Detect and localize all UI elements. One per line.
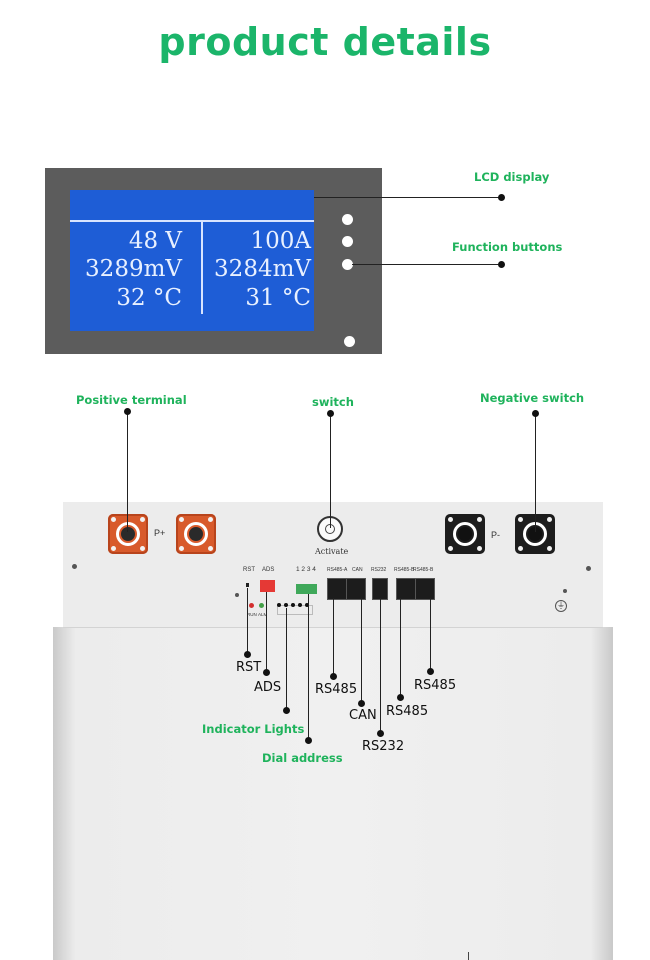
- positive-terminal-2[interactable]: [176, 514, 216, 554]
- rs485-b1-leader: [400, 598, 401, 697]
- rs485-a-port[interactable]: [327, 578, 347, 600]
- rs485-callout-1: RS485: [315, 682, 358, 697]
- lcd-current: 100A: [250, 228, 311, 254]
- alm-print: ALM: [258, 612, 268, 617]
- lcd-voltage: 48 V: [128, 228, 182, 254]
- dip-numbers-print: 1 2 3 4: [296, 566, 316, 573]
- positive-terminal-1[interactable]: [108, 514, 148, 554]
- lcd-display-leader-dot: [498, 194, 505, 201]
- function-button-1[interactable]: [342, 214, 353, 225]
- dial-address-leader: [308, 594, 309, 740]
- panel-screw-small-right: [563, 589, 567, 593]
- rs232-callout: RS232: [362, 739, 405, 754]
- lcd-screen: [70, 190, 314, 331]
- indicator-dot-4: [298, 603, 302, 607]
- rs485-callout-3: RS485: [414, 678, 457, 693]
- function-buttons-leader-dot: [498, 261, 505, 268]
- dial-address-leader-dot: [305, 737, 312, 744]
- negative-switch-label: Negative switch: [480, 391, 585, 405]
- function-button-4[interactable]: [344, 336, 355, 347]
- can-leader: [361, 598, 362, 703]
- run-light-icon: [249, 603, 254, 608]
- rst-button[interactable]: [246, 583, 249, 587]
- page-title: product details: [158, 20, 492, 64]
- positive-terminal-leader: [127, 412, 128, 532]
- can-leader-dot: [358, 700, 365, 707]
- lcd-cell-mv-2: 3284mV: [214, 256, 311, 282]
- rs485-b-port-2[interactable]: [415, 578, 435, 600]
- indicator-dot-2: [284, 603, 288, 607]
- negative-switch-leader-dot: [532, 410, 539, 417]
- function-button-2[interactable]: [342, 236, 353, 247]
- port-rs232-print: RS232: [371, 567, 387, 573]
- lcd-cell-mv-1: 3289mV: [85, 256, 182, 282]
- indicator-dot-1: [277, 603, 281, 607]
- activate-label: Activate: [315, 547, 349, 556]
- rs232-leader: [380, 598, 381, 733]
- rst-print: RST: [243, 567, 255, 573]
- rs485-a-leader-dot: [330, 673, 337, 680]
- rs232-port[interactable]: [372, 578, 388, 600]
- port-rs485a-print: RS485-A: [327, 567, 348, 573]
- battery-body: [53, 627, 613, 960]
- ads-callout: ADS: [254, 680, 282, 695]
- ads-leader: [266, 592, 267, 672]
- indicator-lights-leader-dot: [283, 707, 290, 714]
- lcd-display-label: LCD display: [474, 170, 550, 184]
- indicator-lights-leader: [286, 608, 287, 711]
- body-mark: [468, 952, 469, 960]
- p-minus-label: P-: [491, 530, 500, 540]
- can-callout: CAN: [349, 708, 377, 723]
- rst-callout: RST: [236, 660, 262, 675]
- rst-leader-dot: [244, 651, 251, 658]
- negative-terminal-1[interactable]: [445, 514, 485, 554]
- ads-print: ADS: [262, 567, 275, 573]
- port-rs485b1-print: RS485-B: [394, 567, 415, 573]
- panel-screw-left: [72, 564, 77, 569]
- lcd-divider-horizontal: [70, 220, 314, 222]
- lcd-divider-vertical: [201, 222, 203, 314]
- p-plus-label: P+: [154, 528, 166, 538]
- function-buttons-leader: [352, 264, 502, 265]
- rs485-b1-leader-dot: [397, 694, 404, 701]
- run-print: RUN: [247, 612, 257, 617]
- rs485-b2-leader-dot: [427, 668, 434, 675]
- negative-switch-leader: [535, 414, 536, 532]
- dial-address-label: Dial address: [262, 751, 343, 765]
- alm-light-icon: [259, 603, 264, 608]
- lcd-temp-2: 31 °C: [245, 285, 311, 311]
- panel-screw-small: [235, 593, 239, 597]
- function-button-3[interactable]: [342, 259, 353, 270]
- lcd-temp-1: 32 °C: [116, 285, 182, 311]
- switch-leader: [330, 414, 331, 528]
- switch-label: switch: [312, 395, 354, 409]
- rs485-callout-2: RS485: [386, 704, 429, 719]
- indicator-lights-label: Indicator Lights: [202, 722, 305, 736]
- port-can-print: CAN: [352, 567, 363, 573]
- positive-terminal-label: Positive terminal: [76, 393, 187, 407]
- ground-icon: ⏚: [555, 600, 567, 612]
- indicator-dot-5: [305, 603, 309, 607]
- rs485-a-leader: [333, 598, 334, 677]
- function-buttons-label: Function buttons: [452, 240, 563, 254]
- indicator-strip: [277, 605, 313, 615]
- lcd-display-leader: [314, 197, 502, 198]
- rst-leader: [247, 588, 248, 654]
- port-rs485b2-print: RS485-B: [413, 567, 434, 573]
- positive-terminal-leader-dot: [124, 408, 131, 415]
- rs232-leader-dot: [377, 730, 384, 737]
- rs485-b2-leader: [430, 598, 431, 671]
- switch-leader-dot: [327, 410, 334, 417]
- indicator-dot-3: [291, 603, 295, 607]
- ads-dip-switch[interactable]: [260, 580, 275, 592]
- ads-leader-dot: [263, 669, 270, 676]
- dial-address-switch[interactable]: [296, 584, 317, 594]
- can-port[interactable]: [346, 578, 366, 600]
- panel-screw-right: [586, 566, 591, 571]
- rs485-b-port-1[interactable]: [396, 578, 416, 600]
